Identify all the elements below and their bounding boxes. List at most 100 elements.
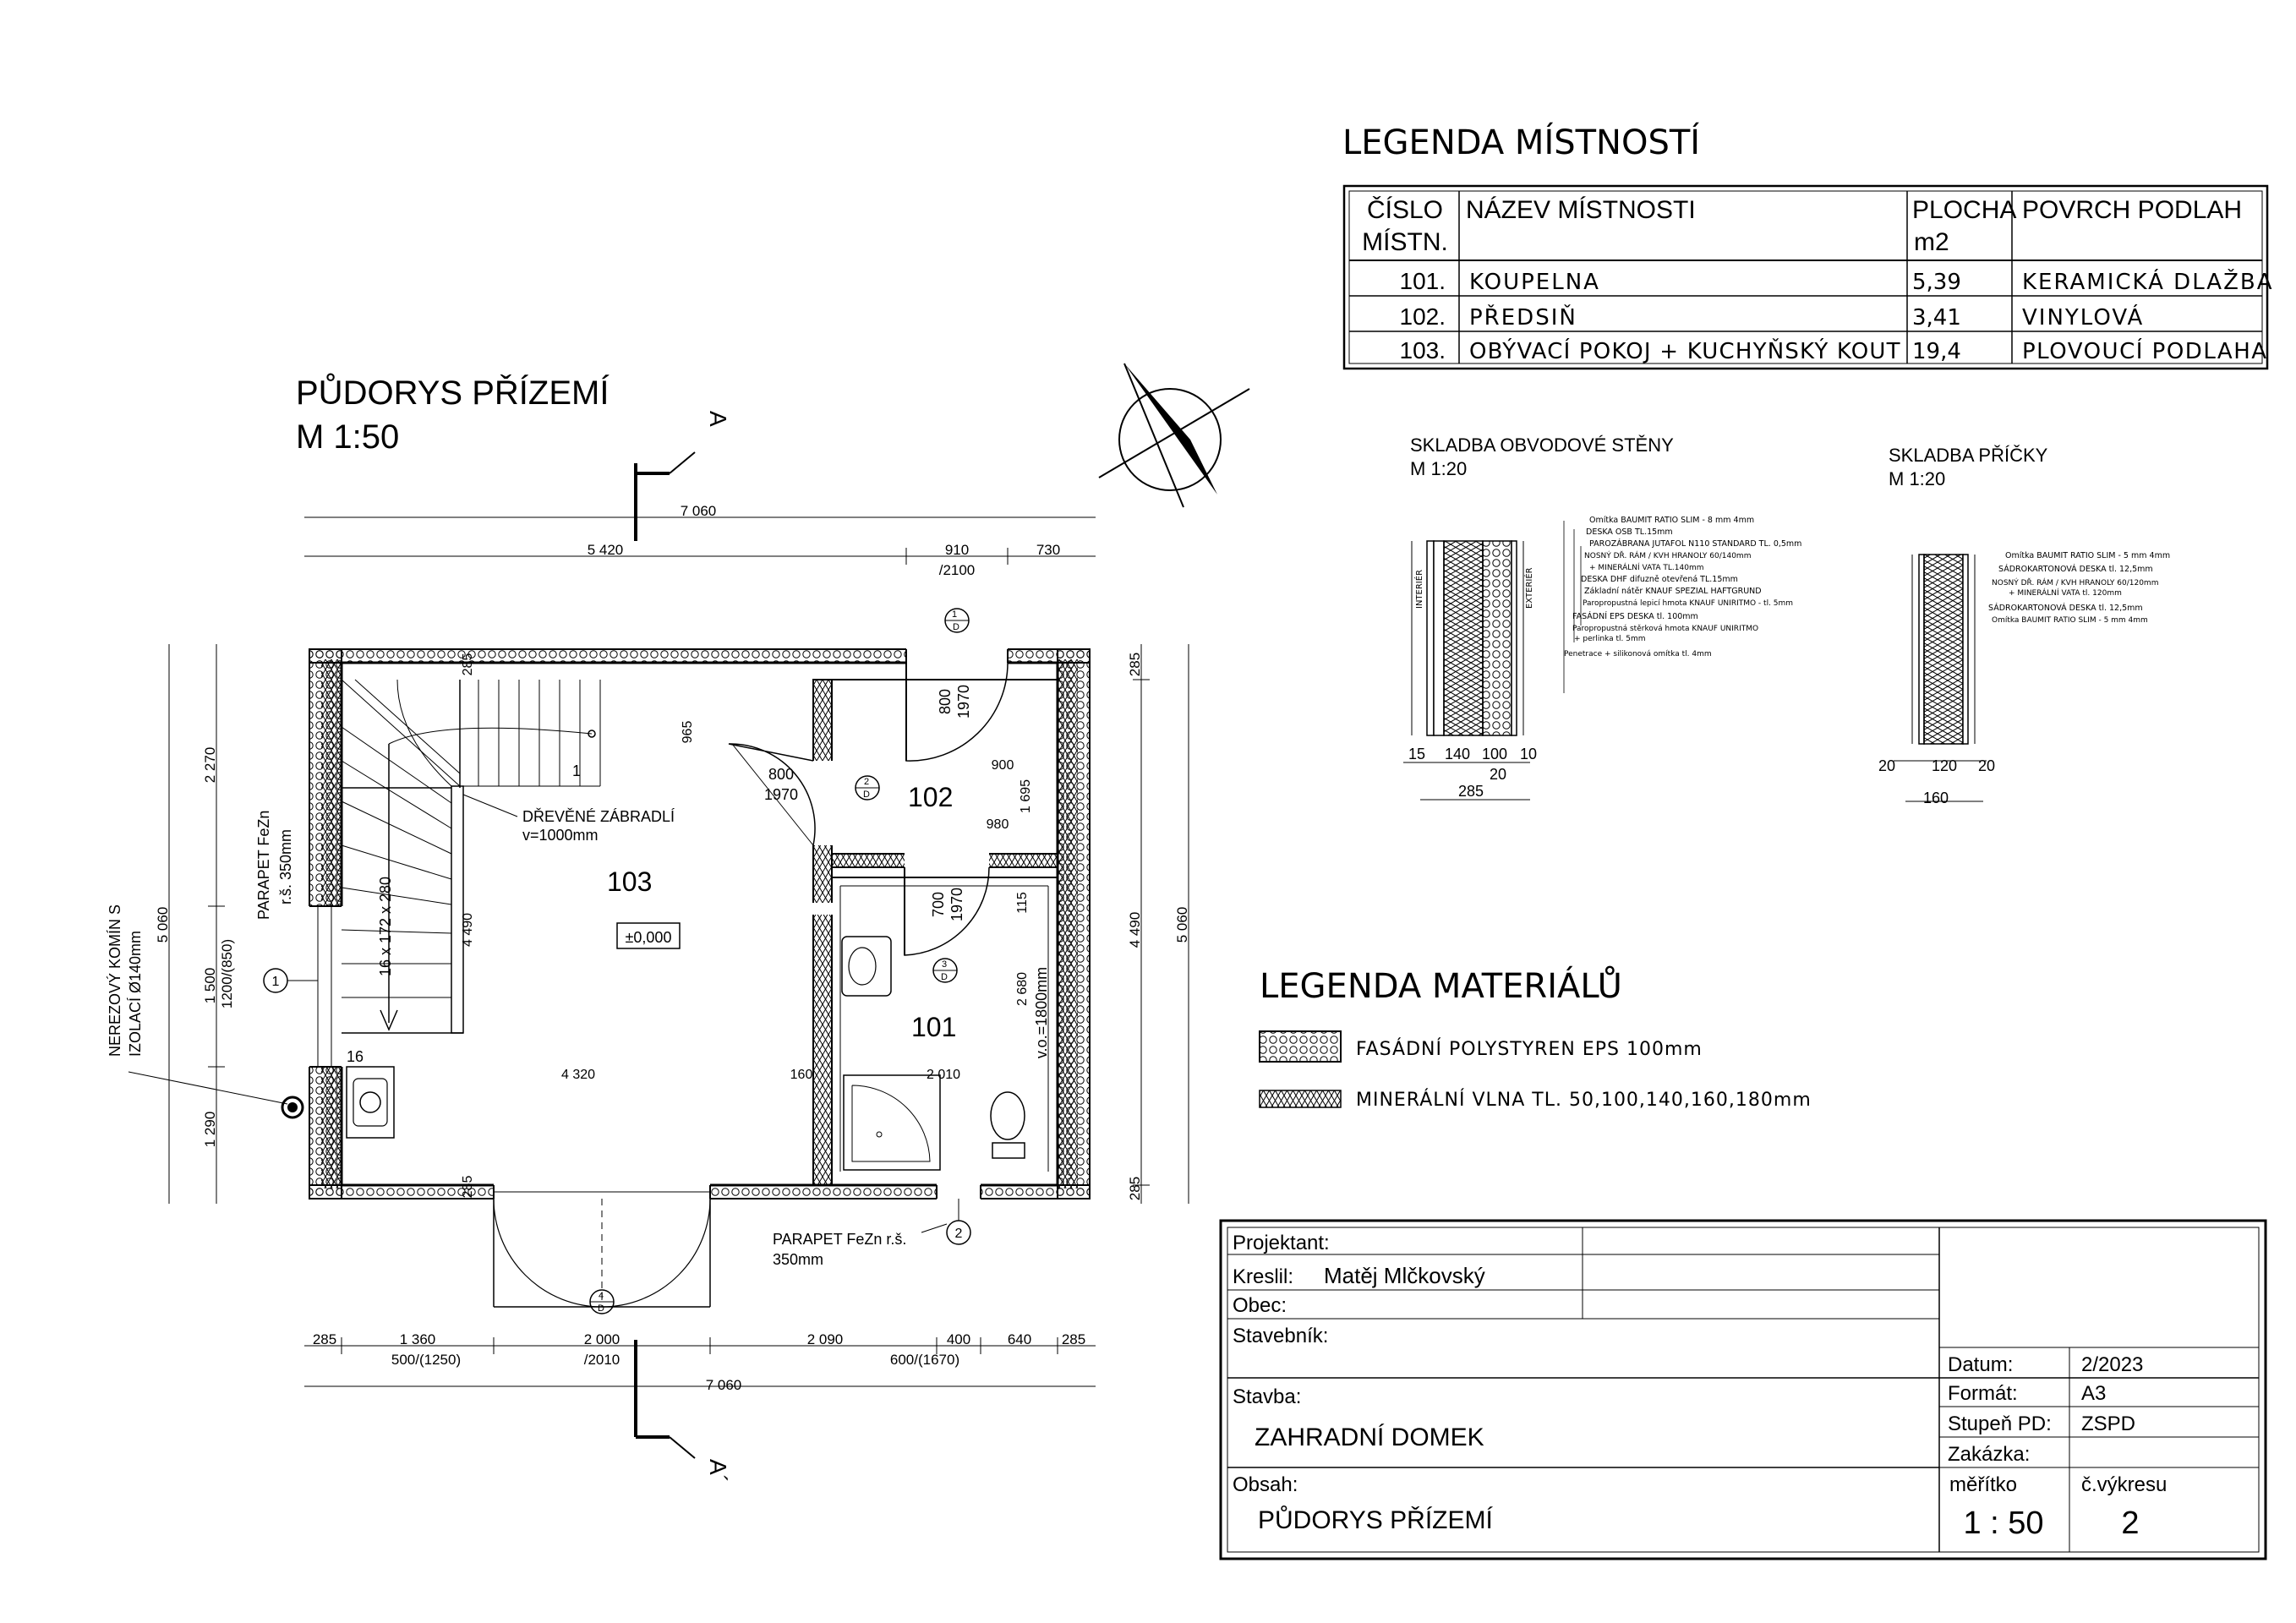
wall-exterior-label: EXTERIÉR (1523, 567, 1534, 609)
title-stavebnik-label: Stavebník: (1233, 1325, 1328, 1347)
wall-layer-leaders (1563, 521, 1582, 693)
dim-bottom-1360: 1 360 (400, 1331, 436, 1347)
title-meritko-value: 1 : 50 (1963, 1506, 2043, 1541)
dim-top-total: 7 060 (681, 503, 717, 519)
title-cislo-value: 2 (2121, 1506, 2139, 1541)
partition-dim-20a: 20 (1878, 757, 1895, 774)
dim-inner-980: 980 (987, 817, 1009, 832)
wall-dim-10: 10 (1520, 746, 1537, 762)
legend-row-floor: VINYLOVÁ (2022, 303, 2144, 331)
wall-dim-285: 285 (1458, 783, 1484, 800)
title-meritko-label: měřítko (1949, 1473, 2017, 1496)
material-label-wool: MINERÁLNÍ VLNA TL. 50,100,140,160,180mm (1356, 1089, 1812, 1111)
partition-detail-title: SKLADBA PŘÍČKY (1889, 445, 2048, 466)
wall-dim-20: 20 (1490, 766, 1506, 783)
door-tag-4-num: 4 (599, 1291, 604, 1301)
title-author: Matěj Mlčkovský (1324, 1263, 1485, 1288)
legend-row-area: 3,41 (1912, 305, 1961, 331)
door-tag-1-num: 1 (952, 609, 957, 620)
title-stavba-label: Stavba: (1233, 1385, 1301, 1408)
section-mark-top: A (634, 411, 731, 541)
title-stupen-value: ZSPD (2081, 1413, 2135, 1435)
partition-layer: + MINERÁLNÍ VATA tl. 120mm (2009, 587, 2122, 598)
door-tag-1-type: D (953, 622, 959, 632)
title-kreslil-label: Kreslil: (1233, 1265, 1293, 1288)
dim-bottom-640: 640 (1008, 1331, 1031, 1347)
dim-inner-115: 115 (1015, 892, 1030, 914)
dim-bottom-400: 400 (947, 1331, 970, 1347)
dim-inner-965: 965 (681, 721, 695, 744)
dim-left-1200: 1200/(850) (219, 939, 235, 1008)
partition-layer-list: Omítka BAUMIT RATIO SLIM - 5 mm 4mm SÁDR… (1988, 551, 2170, 625)
legend-row-name: KOUPELNA (1469, 270, 1600, 295)
wall-layer: Základní nátěr KNAUF SPEZIAL HAFTGRUND (1584, 587, 1762, 596)
wall-layer: Paropropustná stěrková hmota KNAUF UNIRI… (1572, 625, 1758, 633)
legend-header-area-2: m2 (1914, 228, 1949, 256)
dim-bottom-2000: 2 000 (584, 1331, 620, 1347)
wall-dim-lines (1403, 762, 1530, 801)
stairs-step-1: 1 (572, 762, 581, 779)
dim-inner-285c: 285 (461, 1176, 475, 1199)
dim-inner-1695: 1 695 (1019, 779, 1033, 813)
section-label-a: A (705, 411, 731, 427)
dim-right-285a: 285 (1127, 653, 1143, 676)
dim-inner-160: 160 (790, 1068, 813, 1082)
legend-row-name: OBÝVACÍ POKOJ + KUCHYŇSKÝ KOUT (1469, 337, 1901, 364)
wall-layer: Omítka BAUMIT RATIO SLIM - 8 mm 4mm (1589, 516, 1754, 525)
wall-layer: + MINERÁLNÍ VATA TL.140mm (1589, 562, 1704, 572)
dim-top-910: 910 (945, 542, 969, 558)
dim-top-2100: /2100 (939, 562, 976, 578)
title-cislo-label: č.výkresu (2081, 1473, 2167, 1496)
wall-layer: + perlinka tl. 5mm (1574, 635, 1646, 643)
dim-door-height-2: 1970 (764, 786, 798, 803)
dim-left-5060: 5 060 (155, 907, 171, 943)
level-box (616, 922, 681, 949)
wall-layer: PAROZÁBRANA JUTAFOL N110 STANDARD TL. 0,… (1589, 538, 1801, 549)
dim-bottom-500: 500/(1250) (391, 1352, 461, 1368)
railing-note: DŘEVĚNÉ ZÁBRADLÍ (522, 808, 675, 825)
wool-swatch (1259, 1090, 1342, 1108)
staircase (341, 679, 601, 1034)
dim-bottom-total: 7 060 (706, 1377, 742, 1393)
title-format-value: A3 (2081, 1382, 2106, 1405)
wall-detail-scale: M 1:20 (1410, 458, 1467, 479)
door-tag-4-type: D (598, 1303, 604, 1314)
door-tag-3-num: 3 (942, 959, 947, 970)
partition-section-drawing (1911, 554, 1976, 745)
title-stavba-value: ZAHRADNÍ DOMEK (1255, 1424, 1484, 1451)
dim-right-285b: 285 (1127, 1177, 1143, 1200)
title-projektant-label: Projektant: (1233, 1232, 1330, 1254)
dim-inner-4320: 4 320 (561, 1068, 595, 1082)
dim-inner-2680: 2 680 (1015, 972, 1030, 1006)
title-obsah-value: PŮDORYS PŘÍZEMÍ (1258, 1506, 1493, 1534)
plan-scale: M 1:50 (296, 418, 399, 456)
dim-inner-2010: 2 010 (927, 1068, 960, 1082)
floor-plan (281, 646, 1091, 1308)
window-sill-height: v.o.=1800mm (1033, 967, 1050, 1058)
eps-swatch (1259, 1030, 1342, 1063)
wall-layer: Penetrace + silikonová omítka tl. 4mm (1564, 650, 1712, 658)
partition-layer: NOSNÝ DŘ. RÁM / KVH HRANOLY 60/120mm (1992, 577, 2158, 587)
wall-dim-140: 140 (1445, 746, 1470, 762)
material-legend-title: LEGENDA MATERIÁLŮ (1260, 965, 1622, 1006)
wall-layer: NOSNÝ DŘ. RÁM / KVH HRANOLY 60/140mm (1584, 550, 1751, 560)
partition-dim-20b: 20 (1978, 757, 1995, 774)
dim-right-5060: 5 060 (1174, 907, 1190, 943)
wall-detail-title: SKLADBA OBVODOVÉ STĚNY (1410, 434, 1674, 456)
dim-door-height-1: 1970 (955, 685, 972, 719)
legend-row-floor: PLOVOUCÍ PODLAHA (2022, 337, 2268, 364)
partition-dim-120: 120 (1932, 757, 1957, 774)
dim-bottom-285a: 285 (313, 1331, 336, 1347)
parapet-width-2: 350mm (773, 1251, 823, 1268)
dim-left-1290: 1 290 (202, 1112, 218, 1148)
title-obsah-label: Obsah: (1233, 1473, 1298, 1496)
dim-top-5420: 5 420 (588, 542, 624, 558)
wall-dim-100: 100 (1482, 746, 1507, 762)
dim-top-730: 730 (1036, 542, 1060, 558)
wall-layer: DESKA DHF difuzně otevřená TL.15mm (1581, 575, 1738, 584)
partition-dim-lines (1894, 760, 1987, 802)
room-103-label: 103 (607, 866, 652, 897)
room-101-label: 101 (911, 1012, 956, 1042)
legend-row-name: PŘEDSIŇ (1469, 303, 1577, 331)
